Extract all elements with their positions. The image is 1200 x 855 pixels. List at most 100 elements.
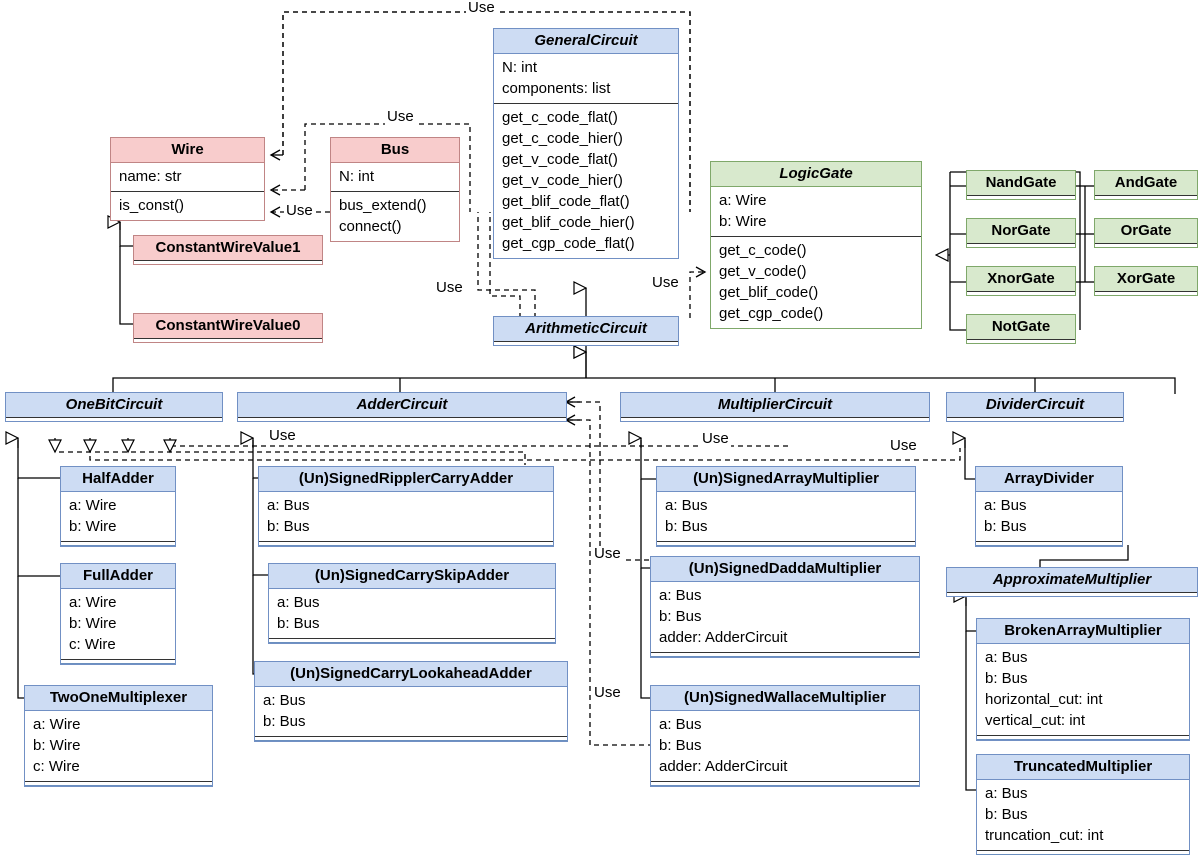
- class-logic-gate[interactable]: LogicGate a: Wire b: Wire get_c_code() g…: [710, 161, 922, 329]
- class-title: XorGate: [1095, 267, 1197, 292]
- class-carry-lookahead-adder[interactable]: (Un)SignedCarryLookaheadAdder a: Bus b: …: [254, 661, 568, 742]
- empty-section: [238, 418, 566, 421]
- class-wallace-multiplier[interactable]: (Un)SignedWallaceMultiplier a: Bus b: Bu…: [650, 685, 920, 787]
- class-array-multiplier[interactable]: (Un)SignedArrayMultiplier a: Bus b: Bus: [656, 466, 916, 547]
- empty-section: [967, 340, 1075, 343]
- attributes-section: a: Bus b: Bus: [657, 492, 915, 541]
- use-label-top: Use: [466, 0, 497, 16]
- attribute-row: b: Bus: [659, 608, 702, 625]
- use-label-wallace: Use: [592, 684, 623, 701]
- use-label-bus: Use: [385, 108, 416, 125]
- use-label-dadda: Use: [592, 545, 623, 562]
- class-title: XnorGate: [967, 267, 1075, 292]
- attribute-row: a: Wire: [69, 497, 117, 514]
- attribute-row: b: Wire: [69, 518, 117, 535]
- attribute-row: a: Bus: [985, 785, 1028, 802]
- method-row: get_c_code(): [719, 242, 807, 259]
- method-row: get_blif_code_flat(): [502, 193, 630, 210]
- class-ripple-carry-adder[interactable]: (Un)SignedRipplerCarryAdder a: Bus b: Bu…: [258, 466, 554, 547]
- class-title: HalfAdder: [61, 467, 175, 492]
- class-truncated-multiplier[interactable]: TruncatedMultiplier a: Bus b: Bus trunca…: [976, 754, 1190, 855]
- class-constant-wire-value-0[interactable]: ConstantWireValue0: [133, 313, 323, 343]
- class-multiplier-circuit[interactable]: MultiplierCircuit: [620, 392, 930, 422]
- class-dadda-multiplier[interactable]: (Un)SignedDaddaMultiplier a: Bus b: Bus …: [650, 556, 920, 658]
- attribute-row: adder: AdderCircuit: [659, 629, 788, 646]
- class-nor-gate[interactable]: NorGate: [966, 218, 1076, 248]
- class-bus[interactable]: Bus N: int bus_extend() connect(): [330, 137, 460, 242]
- method-row: is_const(): [119, 197, 185, 214]
- attributes-section: a: Bus b: Bus horizontal_cut: int vertic…: [977, 644, 1189, 735]
- attributes-section: a: Bus b: Bus adder: AdderCircuit: [651, 582, 919, 652]
- attribute-row: b: Wire: [69, 615, 117, 632]
- methods-section: get_c_code() get_v_code() get_blif_code(…: [711, 237, 921, 328]
- method-row: connect(): [339, 218, 402, 235]
- attribute-row: vertical_cut: int: [985, 712, 1086, 729]
- attribute-row: b: Bus: [985, 806, 1028, 823]
- class-carry-skip-adder[interactable]: (Un)SignedCarrySkipAdder a: Bus b: Bus: [268, 563, 556, 644]
- class-adder-circuit[interactable]: AdderCircuit: [237, 392, 567, 422]
- class-title: (Un)SignedDaddaMultiplier: [651, 557, 919, 582]
- attribute-row: a: Wire: [69, 594, 117, 611]
- class-and-gate[interactable]: AndGate: [1094, 170, 1198, 200]
- class-title: DividerCircuit: [947, 393, 1123, 418]
- class-wire[interactable]: Wire name: str is_const(): [110, 137, 265, 221]
- attribute-row: adder: AdderCircuit: [659, 758, 788, 775]
- class-title: LogicGate: [711, 162, 921, 187]
- empty-section: [621, 418, 929, 421]
- attribute-row: a: Bus: [267, 497, 310, 514]
- class-or-gate[interactable]: OrGate: [1094, 218, 1198, 248]
- class-constant-wire-value-1[interactable]: ConstantWireValue1: [133, 235, 323, 265]
- class-title: (Un)SignedCarryLookaheadAdder: [255, 662, 567, 687]
- attribute-row: a: Bus: [665, 497, 708, 514]
- method-row: get_v_code(): [719, 263, 807, 280]
- class-title: GeneralCircuit: [494, 29, 678, 54]
- class-broken-array-multiplier[interactable]: BrokenArrayMultiplier a: Bus b: Bus hori…: [976, 618, 1190, 741]
- attributes-section: a: Wire b: Wire c: Wire: [61, 589, 175, 659]
- attribute-row: b: Bus: [659, 737, 702, 754]
- class-array-divider[interactable]: ArrayDivider a: Bus b: Bus: [975, 466, 1123, 547]
- empty-section: [967, 244, 1075, 247]
- class-xnor-gate[interactable]: XnorGate: [966, 266, 1076, 296]
- class-xor-gate[interactable]: XorGate: [1094, 266, 1198, 296]
- empty-methods-section: [25, 781, 212, 786]
- class-two-one-multiplexer[interactable]: TwoOneMultiplexer a: Wire b: Wire c: Wir…: [24, 685, 213, 787]
- method-row: get_v_code_flat(): [502, 151, 618, 168]
- empty-methods-section: [269, 638, 555, 643]
- attribute-row: b: Bus: [267, 518, 310, 535]
- method-row: get_c_code_flat(): [502, 109, 618, 126]
- class-title: OrGate: [1095, 219, 1197, 244]
- class-title: NotGate: [967, 315, 1075, 340]
- use-label-arith-left: Use: [434, 279, 465, 296]
- class-full-adder[interactable]: FullAdder a: Wire b: Wire c: Wire: [60, 563, 176, 665]
- attributes-section: name: str: [111, 163, 264, 192]
- class-arithmetic-circuit[interactable]: ArithmeticCircuit: [493, 316, 679, 346]
- attributes-section: N: int components: list: [494, 54, 678, 104]
- attribute-row: b: Wire: [719, 213, 767, 230]
- empty-methods-section: [255, 736, 567, 741]
- empty-section: [134, 339, 322, 342]
- class-general-circuit[interactable]: GeneralCircuit N: int components: list g…: [493, 28, 679, 259]
- class-title: BrokenArrayMultiplier: [977, 619, 1189, 644]
- class-title: (Un)SignedWallaceMultiplier: [651, 686, 919, 711]
- class-approximate-multiplier[interactable]: ApproximateMultiplier: [946, 567, 1198, 597]
- class-title: (Un)SignedRipplerCarryAdder: [259, 467, 553, 492]
- methods-section: get_c_code_flat() get_c_code_hier() get_…: [494, 104, 678, 258]
- class-nand-gate[interactable]: NandGate: [966, 170, 1076, 200]
- attribute-row: a: Bus: [659, 587, 702, 604]
- attributes-section: a: Wire b: Wire: [61, 492, 175, 541]
- attributes-section: N: int: [331, 163, 459, 192]
- class-one-bit-circuit[interactable]: OneBitCircuit: [5, 392, 223, 422]
- class-title: MultiplierCircuit: [621, 393, 929, 418]
- class-half-adder[interactable]: HalfAdder a: Wire b: Wire: [60, 466, 176, 547]
- attribute-row: b: Bus: [263, 713, 306, 730]
- use-label-multiplier: Use: [700, 430, 731, 447]
- attributes-section: a: Bus b: Bus: [255, 687, 567, 736]
- attributes-section: a: Bus b: Bus: [259, 492, 553, 541]
- class-not-gate[interactable]: NotGate: [966, 314, 1076, 344]
- class-title: AdderCircuit: [238, 393, 566, 418]
- class-title: (Un)SignedCarrySkipAdder: [269, 564, 555, 589]
- class-title: ApproximateMultiplier: [947, 568, 1197, 593]
- class-title: NorGate: [967, 219, 1075, 244]
- class-title: TruncatedMultiplier: [977, 755, 1189, 780]
- class-divider-circuit[interactable]: DividerCircuit: [946, 392, 1124, 422]
